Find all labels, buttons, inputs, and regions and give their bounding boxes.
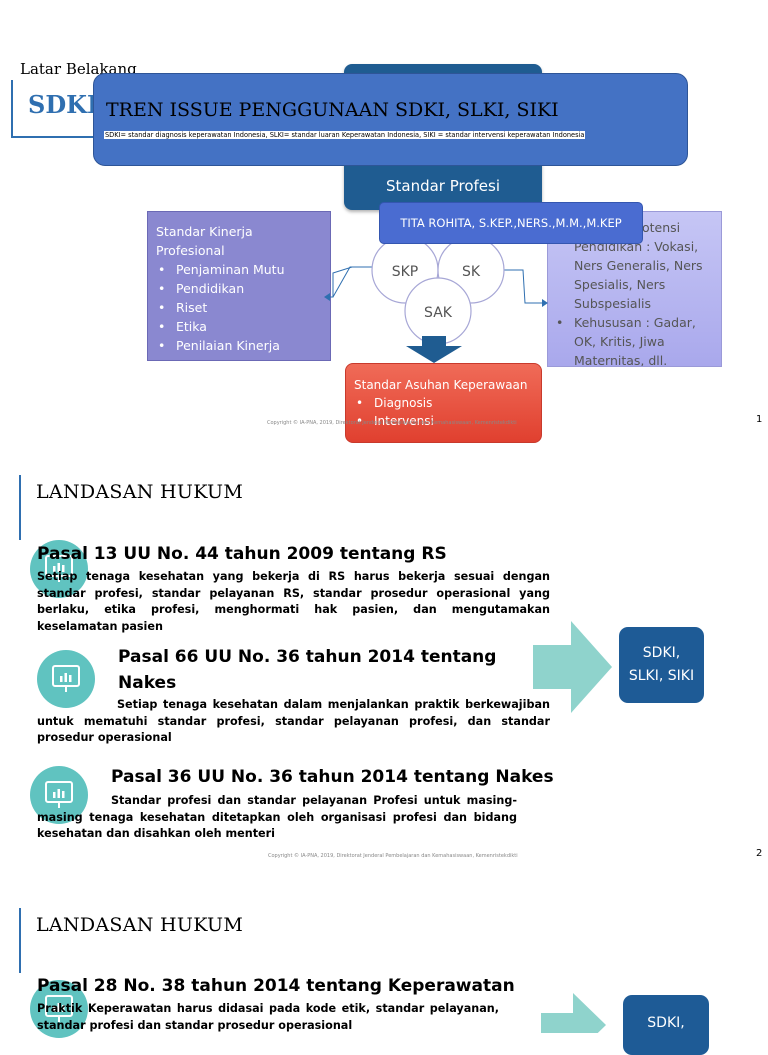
kinerja-item: Pendidikan (156, 279, 322, 298)
right-connector (504, 269, 542, 304)
accent-underline (11, 136, 101, 138)
sdki-result-label: SDKI, SLKI, SIKI (628, 645, 695, 684)
presentation-icon (37, 650, 95, 708)
sdki-label: SDKI (28, 90, 99, 119)
accent-line (11, 80, 13, 138)
skp-label: SKP (392, 264, 419, 280)
pasal-66-heading: Pasal 66 UU No. 36 tahun 2014 tentang Na… (118, 647, 497, 693)
author-box: TITA ROHITA, S.KEP.,NERS.,M.M.,M.KEP (379, 202, 643, 244)
pasal-28-text: Praktik Keperawatan harus didasai pada k… (37, 1002, 499, 1032)
down-arrow (406, 336, 462, 363)
big-right-arrow (533, 621, 612, 713)
banner-title: TREN ISSUE PENGGUNAAN SDKI, SLKI, SIKI (106, 99, 559, 121)
big-right-arrow (541, 993, 606, 1033)
kinerja-item: Penjaminan Mutu (156, 260, 322, 279)
pasal-36-heading: Pasal 36 UU No. 36 tahun 2014 tentang Na… (111, 767, 554, 787)
kinerja-item: Riset (156, 298, 322, 317)
kompetensi-fragment: otensi (642, 220, 681, 235)
kinerja-item: Etika (156, 317, 322, 336)
asuhan-list: Diagnosis Intervensi (354, 394, 533, 430)
pasal-36-text: Standar profesi dan standar pelayanan Pr… (37, 794, 517, 840)
presentation-icon (30, 766, 88, 824)
left-connector (330, 266, 372, 298)
right-arrowhead (542, 299, 548, 307)
copyright-2: Copyright © IA-PNA, 2019, Direktorat Jen… (268, 853, 518, 859)
sak-label: SAK (424, 305, 453, 321)
slide-title: LANDASAN HUKUM (36, 914, 244, 936)
sdki-result-box: SDKI, (623, 995, 709, 1055)
standar-kinerja-box: Standar Kinerja Profesional Penjaminan M… (147, 211, 331, 361)
kinerja-title: Standar Kinerja Profesional (156, 224, 253, 258)
kompetensi-text: Pendidikan : Vokasi, Ners Generalis, Ner… (574, 239, 703, 311)
asuhan-title: Standar Asuhan Keperawaan (354, 378, 528, 392)
copyright-1: Copyright © IA-PNA, 2019, Direktorat Jen… (267, 420, 517, 426)
asuhan-item: Diagnosis (354, 394, 533, 412)
presentation-icon (30, 540, 88, 598)
left-arrowhead (324, 293, 330, 301)
page-number-1: 1 (756, 414, 763, 425)
accent-line (19, 908, 21, 973)
accent-line (19, 475, 21, 540)
asuhan-item: Intervensi (354, 412, 533, 430)
venn-diagram: SKP SK SAK (324, 236, 548, 345)
page-number-2: 2 (756, 848, 763, 859)
slide-title: LANDASAN HUKUM (36, 481, 244, 503)
sdki-result-box: SDKI, SLKI, SIKI (619, 627, 704, 703)
kompetensi-item: Kehususan : Gadar, OK, Kritis, Jiwa Mate… (554, 313, 713, 366)
kompetensi-list: Kehususan : Gadar, OK, Kritis, Jiwa Mate… (554, 313, 713, 366)
kinerja-item: Penilaian Kinerja (156, 336, 322, 355)
pasal-28-heading: Pasal 28 No. 38 tahun 2014 tentang Keper… (37, 976, 515, 996)
title-banner: TREN ISSUE PENGGUNAAN SDKI, SLKI, SIKI S… (93, 73, 688, 166)
standar-asuhan-box: Standar Asuhan Keperawaan Diagnosis Inte… (345, 363, 542, 443)
pasal-13-heading: Pasal 13 UU No. 44 tahun 2009 tentang RS (37, 544, 447, 564)
kinerja-list: Penjaminan Mutu Pendidikan Riset Etika P… (156, 260, 322, 355)
standar-profesi-label: Standar Profesi (385, 177, 501, 195)
sdki-result-label: SDKI, (647, 1015, 685, 1031)
pasal-13-text: Setiap tenaga kesehatan yang bekerja di … (37, 570, 550, 633)
sk-label: SK (462, 264, 481, 280)
pasal-66-text: Setiap tenaga kesehatan dalam menjalanka… (37, 698, 550, 744)
banner-subtitle: SDKI= standar diagnosis keperawatan Indo… (104, 131, 586, 139)
